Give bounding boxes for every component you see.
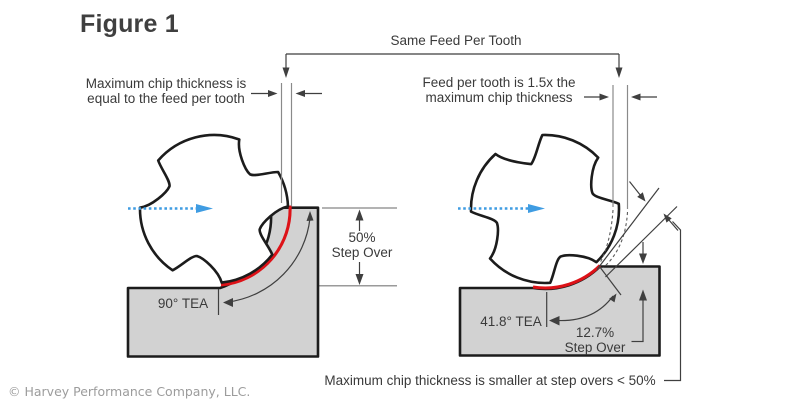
figure-title: Figure 1 (80, 10, 179, 38)
tea-arrow-left-left (223, 298, 233, 307)
tea-arc-left (227, 217, 311, 303)
prev-tooth-path-a (600, 209, 614, 263)
chip-arc-left (220, 205, 292, 287)
label-tea-41-8-text: 41.8° TEA (480, 314, 542, 329)
note-max-chip-left: Maximum chip thickness is equal to the f… (86, 76, 247, 106)
bottom-note-leader (664, 221, 682, 382)
label-tea-90: 90° TEA (158, 296, 208, 311)
tea-arrow-left-right (549, 316, 560, 326)
label-stepover-12-7-pct: 12.7% (575, 325, 615, 340)
note-feed-ratio-line1: Feed per tooth is 1.5x the (422, 75, 576, 90)
label-stepover-50-text: Step Over (331, 245, 393, 261)
tea-radial-right (599, 266, 622, 296)
note-same-feed: Same Feed Per Tooth (390, 33, 521, 48)
same-feed-bracket (282, 53, 623, 78)
tea-arrow-up-left (306, 211, 314, 221)
copyright-text: © Harvey Performance Company, LLC. (8, 384, 251, 399)
bracket-arrow-right (615, 67, 623, 78)
feed-direction-head-right (528, 204, 545, 213)
workpiece-right-shape (458, 265, 661, 357)
feed-arrow-head-r1 (599, 93, 609, 101)
note-smaller-chip: Maximum chip thickness is smaller at ste… (324, 373, 655, 388)
note-max-chip-line1: Maximum chip thickness is (85, 76, 247, 91)
note-feed-ratio-line2: maximum chip thickness (425, 90, 573, 106)
label-stepover-50-pct: 50% (348, 230, 376, 245)
chip-gauge-arrow-head-b (663, 213, 672, 223)
stepover-arrow-up-left (355, 209, 364, 221)
label-stepover-50: 50% Step Over (332, 230, 393, 260)
stepover-arrow-down-left (355, 274, 364, 285)
right-diagram (458, 85, 682, 382)
chip-gauge-arrow-shaft-b (668, 219, 679, 231)
note-same-feed-text: Same Feed Per Tooth (390, 33, 522, 48)
feed-arrow-head-l1 (268, 90, 278, 97)
note-feed-ratio-right: Feed per tooth is 1.5x the maximum chip … (422, 75, 575, 105)
feed-arrow-head-r2 (631, 93, 641, 101)
stepover-arrow-up-right (639, 289, 647, 301)
chip-arc-right (532, 264, 602, 290)
label-tea-90-text: 90° TEA (157, 296, 209, 311)
feed-arrow-head-l2 (295, 90, 305, 97)
chip-gauge-line-a (596, 187, 660, 270)
label-stepover-12-7-text: Step Over (564, 340, 626, 356)
cutter-right-shape (469, 133, 621, 285)
feed-direction-head-left (196, 204, 213, 213)
bracket-arrow-left (282, 67, 290, 78)
prev-tooth-path-b (603, 211, 629, 268)
note-smaller-chip-text: Maximum chip thickness is smaller at ste… (324, 373, 656, 388)
left-diagram (126, 83, 397, 358)
note-max-chip-line2: equal to the feed per tooth (87, 91, 245, 107)
label-stepover-12-7: 12.7% Step Over (565, 325, 626, 355)
cutter-left-shape (138, 133, 290, 284)
tea-arrow-upper-right (609, 293, 617, 303)
tea-arc-right (556, 295, 614, 322)
chip-gauge-arrow-head-a (637, 192, 646, 202)
stepover-arrow-down-right (639, 253, 647, 264)
label-tea-41-8: 41.8° TEA (480, 314, 541, 329)
chip-gauge-arrow-shaft-a (629, 181, 642, 197)
